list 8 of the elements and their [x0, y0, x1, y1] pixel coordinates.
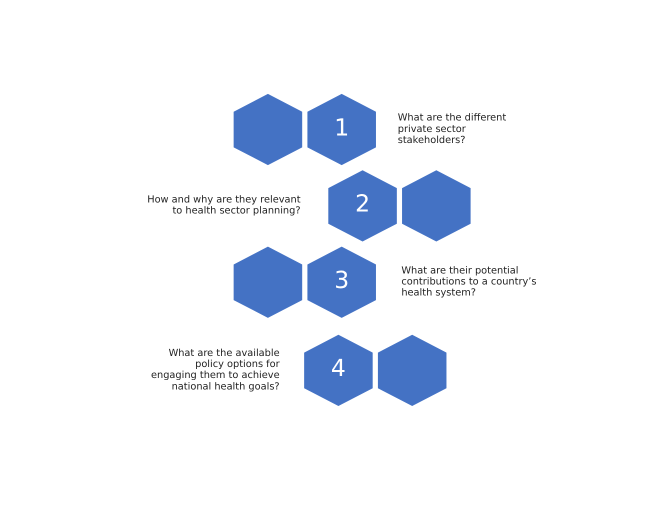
node-label: What are their potential contributions to a country’s health system?: [401, 265, 536, 299]
node-hexagon: [402, 170, 471, 242]
node-hexagon: [234, 246, 302, 318]
node-hexagon: [378, 334, 446, 406]
node-label: What are the available policy options for engaging them to achieve national health goals?: [151, 348, 280, 392]
node-label: How and why are they relevant to health sector planning?: [147, 194, 301, 217]
node-label: What are the different private sector stakeholders?: [398, 112, 506, 146]
node-hexagon: [234, 94, 302, 166]
